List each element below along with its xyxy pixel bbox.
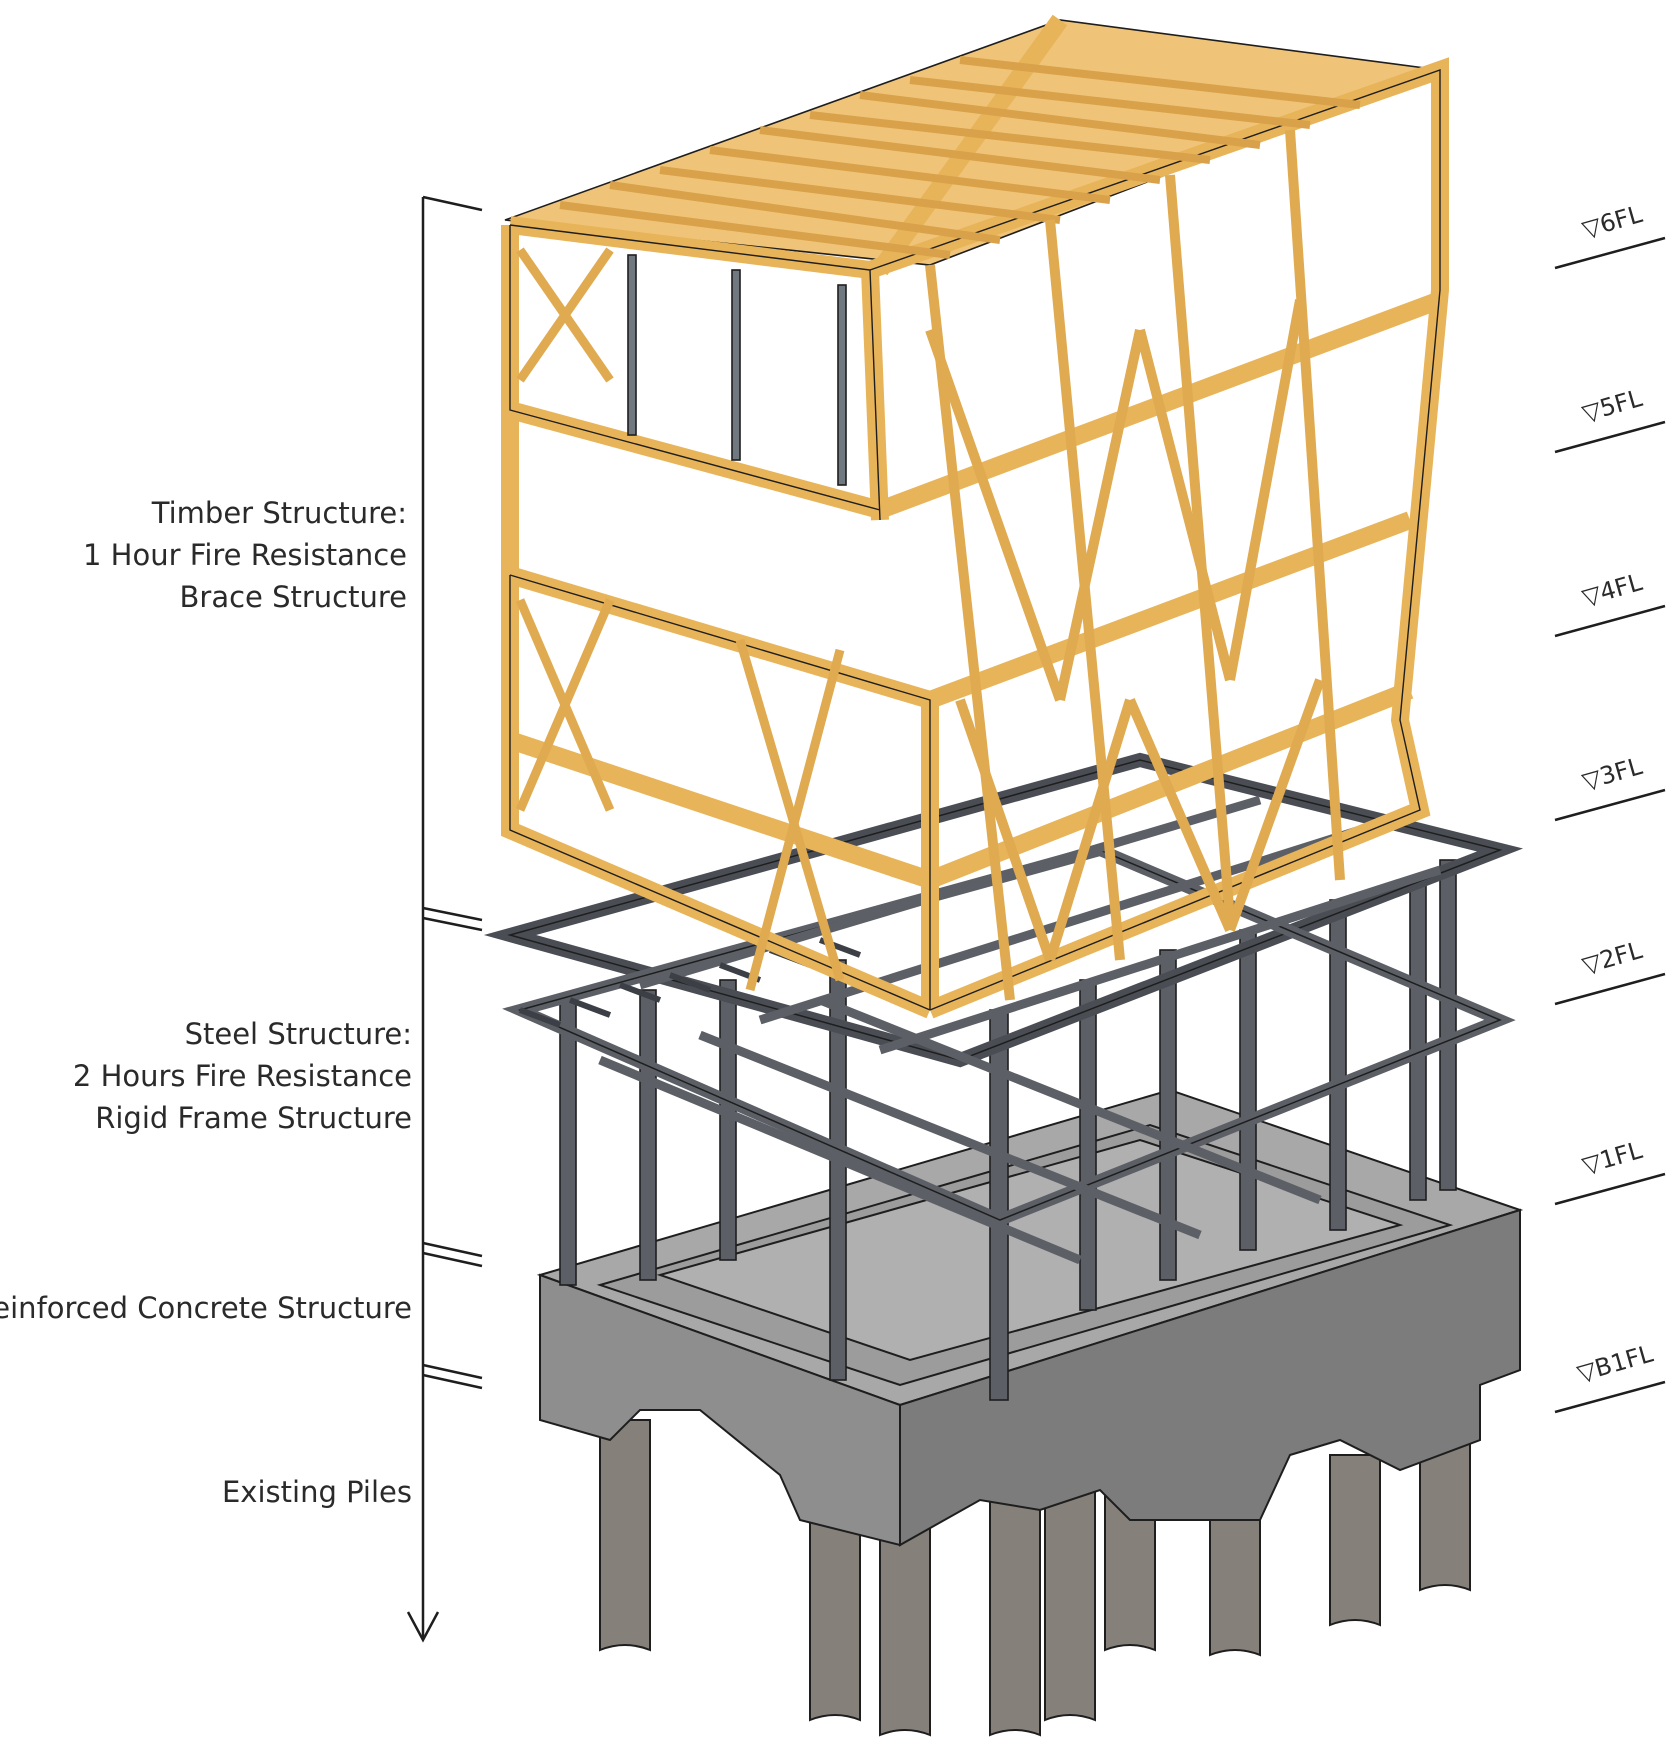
level-2fl: ▽2FL bbox=[1579, 936, 1646, 980]
svg-text:Steel Structure:: Steel Structure: bbox=[185, 1017, 412, 1051]
piles-label: Existing Piles bbox=[222, 1475, 412, 1509]
level-1fl: ▽1FL bbox=[1579, 1136, 1646, 1180]
steel-label: Steel Structure: 2 Hours Fire Resistance… bbox=[73, 1017, 412, 1135]
svg-text:Rigid Frame Structure: Rigid Frame Structure bbox=[95, 1101, 412, 1135]
svg-text:Brace Structure: Brace Structure bbox=[180, 580, 408, 614]
level-b1fl: ▽B1FL bbox=[1574, 1339, 1657, 1387]
concrete-label: Reinforced Concrete Structure bbox=[0, 1291, 412, 1325]
level-markers bbox=[1554, 236, 1666, 1414]
section-dimension-line bbox=[406, 195, 483, 1643]
level-5fl: ▽5FL bbox=[1579, 384, 1646, 428]
timber-label: Timber Structure: 1 Hour Fire Resistance… bbox=[83, 496, 407, 614]
level-6fl: ▽6FL bbox=[1579, 200, 1646, 244]
svg-text:1 Hour Fire Resistance: 1 Hour Fire Resistance bbox=[83, 538, 407, 572]
svg-text:Reinforced Concrete Structure: Reinforced Concrete Structure bbox=[0, 1291, 412, 1325]
concrete-base-drawing bbox=[536, 1088, 1524, 1547]
timber-frame-drawing bbox=[501, 14, 1449, 1019]
svg-text:Existing Piles: Existing Piles bbox=[222, 1475, 412, 1509]
level-3fl: ▽3FL bbox=[1579, 752, 1646, 796]
svg-text:Timber Structure:: Timber Structure: bbox=[151, 496, 407, 530]
level-4fl: ▽4FL bbox=[1579, 568, 1646, 612]
svg-text:2 Hours Fire Resistance: 2 Hours Fire Resistance bbox=[73, 1059, 412, 1093]
level-labels: ▽6FL ▽5FL ▽4FL ▽3FL ▽2FL ▽1FL ▽B1FL bbox=[1574, 200, 1657, 1388]
